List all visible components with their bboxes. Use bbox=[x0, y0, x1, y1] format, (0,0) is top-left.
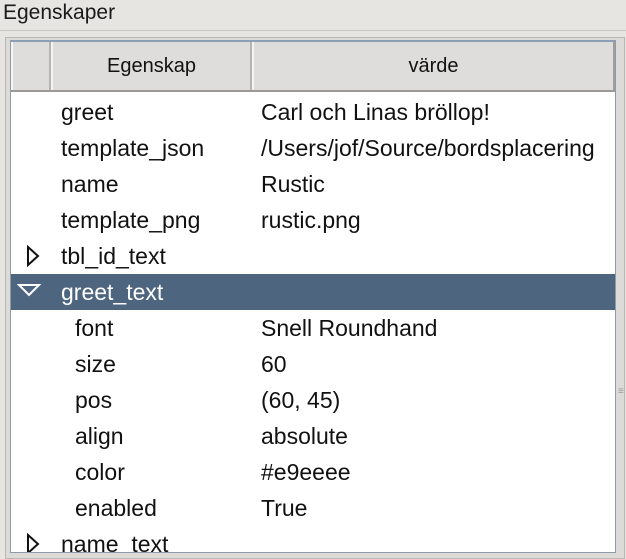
tree-row-greet-text[interactable]: greet_text bbox=[11, 274, 615, 310]
property-value[interactable]: #e9eeee bbox=[261, 459, 351, 485]
property-value[interactable]: rustic.png bbox=[261, 207, 361, 233]
panel-title: Egenskaper bbox=[3, 1, 116, 24]
title-divider bbox=[0, 30, 626, 31]
tree-rows: greet Carl och Linas bröllop! template_j… bbox=[11, 94, 615, 552]
tree-row-align[interactable]: align absolute bbox=[11, 418, 615, 454]
column-header-value[interactable]: värde bbox=[252, 42, 615, 90]
property-key: tbl_id_text bbox=[61, 243, 166, 269]
property-value[interactable]: Snell Roundhand bbox=[261, 315, 438, 341]
property-tree[interactable]: Egenskap värde greet Carl och Linas bröl… bbox=[10, 40, 616, 553]
property-value[interactable]: /Users/jof/Source/bordsplacering bbox=[261, 135, 595, 161]
property-key: font bbox=[75, 315, 114, 341]
property-key: greet bbox=[61, 99, 114, 125]
property-key: align bbox=[75, 423, 124, 449]
property-key: size bbox=[75, 351, 116, 377]
tree-row-enabled[interactable]: enabled True bbox=[11, 490, 615, 526]
property-value[interactable]: True bbox=[261, 495, 308, 521]
expand-triangle-icon[interactable] bbox=[17, 238, 47, 274]
property-key: template_png bbox=[61, 207, 201, 233]
column-header-property[interactable]: Egenskap bbox=[51, 42, 252, 90]
tree-row-template-png[interactable]: template_png rustic.png bbox=[11, 202, 615, 238]
property-value[interactable]: Rustic bbox=[261, 171, 325, 197]
tree-row-template-json[interactable]: template_json /Users/jof/Source/bordspla… bbox=[11, 130, 615, 166]
property-value[interactable]: (60, 45) bbox=[261, 387, 341, 413]
property-key: color bbox=[75, 459, 125, 485]
property-key: pos bbox=[75, 387, 113, 413]
tree-row-pos[interactable]: pos (60, 45) bbox=[11, 382, 615, 418]
property-key: name bbox=[61, 171, 119, 197]
tree-row-color[interactable]: color #e9eeee bbox=[11, 454, 615, 490]
property-value[interactable]: 60 bbox=[261, 351, 287, 377]
property-key: template_json bbox=[61, 135, 205, 161]
tree-header: Egenskap värde bbox=[11, 42, 615, 92]
property-key: enabled bbox=[75, 495, 157, 521]
tree-row-tbl-id-text[interactable]: tbl_id_text bbox=[11, 238, 615, 274]
tree-row-name[interactable]: name Rustic bbox=[11, 166, 615, 202]
tree-row-greet[interactable]: greet Carl och Linas bröllop! bbox=[11, 94, 615, 130]
property-key: greet_text bbox=[61, 279, 164, 305]
tree-row-font[interactable]: font Snell Roundhand bbox=[11, 310, 615, 346]
column-header-toggle[interactable] bbox=[11, 42, 51, 90]
property-value[interactable]: absolute bbox=[261, 423, 348, 449]
tree-row-size[interactable]: size 60 bbox=[11, 346, 615, 382]
property-value[interactable]: Carl och Linas bröllop! bbox=[261, 99, 490, 125]
collapse-triangle-icon[interactable] bbox=[17, 274, 47, 310]
resize-grip[interactable]: ≡ bbox=[618, 386, 624, 397]
